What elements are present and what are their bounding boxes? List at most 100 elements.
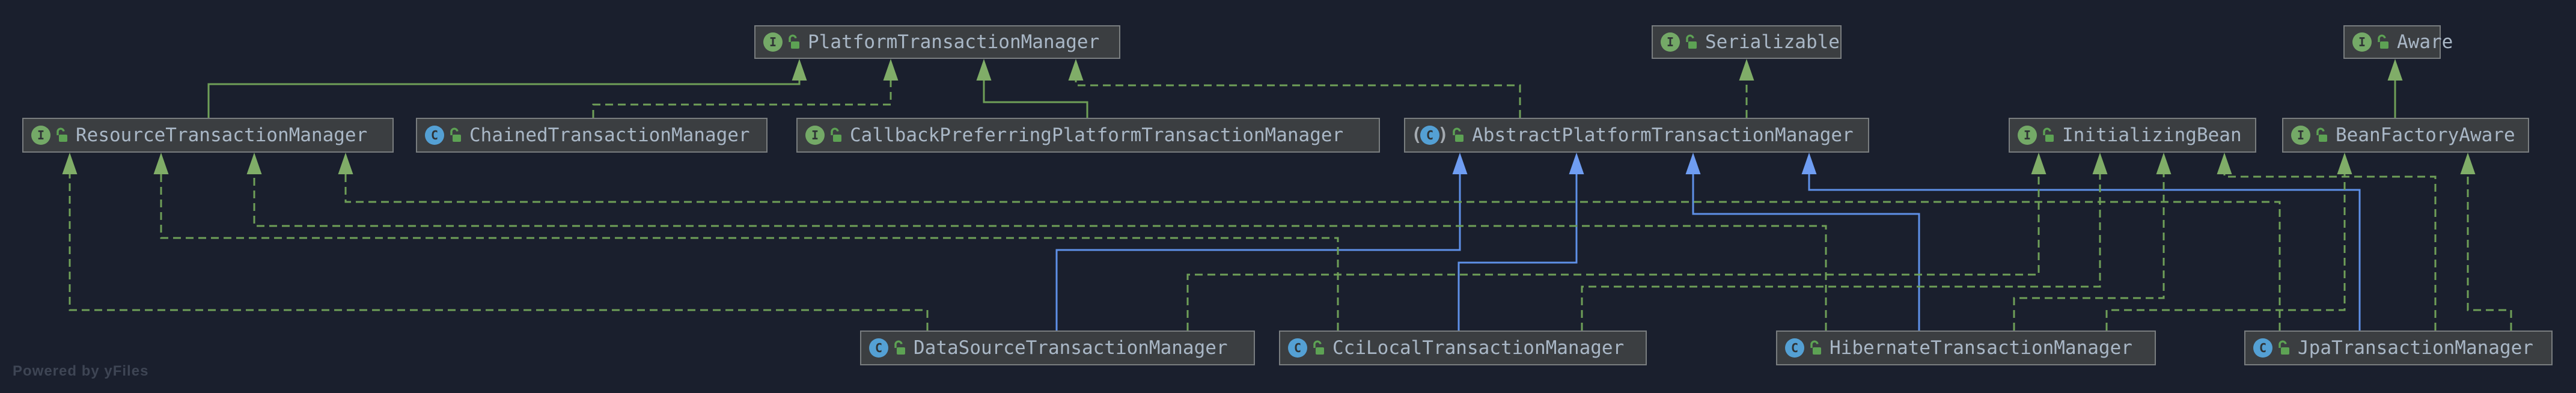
- arrowhead-jpa--resource: [338, 153, 353, 174]
- arrowhead-abstract--serializable: [1739, 59, 1754, 81]
- node-label: CallbackPreferringPlatformTransactionMan…: [850, 124, 1344, 146]
- type-badge: ( C ): [1785, 338, 1804, 358]
- node-label: InitializingBean: [2062, 124, 2242, 146]
- type-badge-icon: C: [425, 126, 444, 145]
- arrowhead-jpa--abstract: [1801, 153, 1817, 174]
- node-serializable[interactable]: ( I ) Serializable: [1652, 25, 1842, 59]
- unlocked-padlock-icon: [2378, 34, 2388, 49]
- unlocked-padlock-icon: [831, 127, 841, 142]
- arrowhead-cci--abstract: [1569, 153, 1584, 174]
- type-badge-icon: C: [1785, 338, 1804, 358]
- arrowhead-resource--ptm: [792, 59, 807, 81]
- type-badge: ( I ): [1661, 32, 1680, 52]
- type-badge-icon: C: [2253, 338, 2272, 358]
- type-badge: ( C ): [869, 338, 888, 358]
- edge-datasource--resource: [69, 172, 929, 331]
- type-badge-icon: I: [805, 126, 825, 145]
- type-badge: ( I ): [763, 32, 783, 52]
- node-label: Serializable: [1705, 31, 1840, 53]
- node-label: ChainedTransactionManager: [469, 124, 750, 146]
- node-label: AbstractPlatformTransactionManager: [1472, 124, 1854, 146]
- node-label: JpaTransactionManager: [2298, 337, 2533, 359]
- unlocked-padlock-icon: [1686, 34, 1697, 49]
- unlocked-padlock-icon: [1810, 340, 1821, 355]
- edge-jpa--initbean: [2223, 172, 2437, 331]
- node-label: BeanFactoryAware: [2336, 124, 2515, 146]
- arrowhead-hibernate--abstract: [1685, 153, 1701, 174]
- edge-jpa--bfa: [2467, 172, 2512, 331]
- arrowhead-cci--resource: [153, 153, 169, 174]
- edge-hibernate--resource: [253, 172, 1827, 331]
- unlocked-padlock-icon: [450, 127, 461, 142]
- arrowhead-datasource--abstract: [1452, 153, 1468, 174]
- type-badge-icon: C: [869, 338, 888, 358]
- type-badge-icon: I: [2352, 32, 2372, 52]
- type-badge-icon: I: [1661, 32, 1680, 52]
- arrowhead-bfa--aware: [2387, 59, 2403, 81]
- edge-hibernate--abstract: [1692, 172, 1920, 331]
- node-chained[interactable]: ( C ) ChainedTransactionManager: [416, 118, 768, 153]
- arrowhead-datasource--resource: [62, 153, 78, 174]
- edge-callback--ptm: [983, 79, 1088, 118]
- arrowhead-hibernate--bfa: [2337, 153, 2352, 174]
- node-resource[interactable]: ( I ) ResourceTransactionManager: [22, 118, 394, 153]
- node-cci[interactable]: ( C ) CciLocalTransactionManager: [1279, 331, 1647, 365]
- abstract-paren-close-icon: ): [1438, 124, 1449, 145]
- edge-jpa--abstract: [1808, 172, 2361, 331]
- node-initbean[interactable]: ( I ) InitializingBean: [2009, 118, 2256, 153]
- node-label: CciLocalTransactionManager: [1332, 337, 1625, 359]
- type-badge-icon: I: [31, 126, 50, 145]
- arrowhead-cci--initbean: [2092, 153, 2108, 174]
- node-hibernate[interactable]: ( C ) HibernateTransactionManager: [1776, 331, 2156, 365]
- edge-chained--ptm: [592, 79, 892, 118]
- type-badge-icon: C: [1420, 126, 1440, 145]
- node-callback[interactable]: ( I ) CallbackPreferringPlatformTransact…: [796, 118, 1380, 153]
- node-label: Aware: [2397, 31, 2453, 53]
- node-label: DataSourceTransactionManager: [914, 337, 1228, 359]
- yfiles-watermark: Powered by yFiles: [13, 363, 149, 379]
- unlocked-padlock-icon: [2316, 127, 2327, 142]
- node-jpa[interactable]: ( C ) JpaTransactionManager: [2244, 331, 2553, 365]
- node-aware[interactable]: ( I ) Aware: [2343, 25, 2453, 59]
- unlocked-padlock-icon: [894, 340, 905, 355]
- arrowhead-jpa--initbean: [2217, 153, 2232, 174]
- arrowhead-hibernate--resource: [246, 153, 262, 174]
- arrowhead-jpa--bfa: [2460, 153, 2476, 174]
- abstract-paren-open-icon: (: [1411, 124, 1423, 145]
- unlocked-padlock-icon: [789, 34, 799, 49]
- edge-hibernate--initbean: [2013, 172, 2165, 331]
- type-badge: ( I ): [2018, 126, 2037, 145]
- type-badge-icon: I: [763, 32, 783, 52]
- unlocked-padlock-icon: [1313, 340, 1324, 355]
- edge-jpa--resource: [344, 172, 2281, 331]
- edge-resource--ptm: [207, 79, 801, 118]
- type-badge-icon: I: [2018, 126, 2037, 145]
- type-badge-icon: I: [2291, 126, 2310, 145]
- node-label: ResourceTransactionManager: [76, 124, 368, 146]
- edge-abstract--ptm: [1075, 79, 1521, 118]
- arrowhead-hibernate--initbean: [2156, 153, 2172, 174]
- node-datasource[interactable]: ( C ) DataSourceTransactionManager: [860, 331, 1255, 365]
- edge-datasource--initbean: [1186, 172, 2040, 331]
- type-badge: ( C ): [2253, 338, 2272, 358]
- node-ptm[interactable]: ( I ) PlatformTransactionManager: [754, 25, 1120, 59]
- arrowhead-chained--ptm: [883, 59, 899, 81]
- unlocked-padlock-icon: [1453, 127, 1464, 142]
- edge-cci--resource: [160, 172, 1339, 331]
- unlocked-padlock-icon: [56, 127, 67, 142]
- edge-cci--initbean: [1581, 172, 2101, 331]
- type-badge: ( I ): [2291, 126, 2310, 145]
- edge-hibernate--bfa: [2105, 172, 2346, 331]
- node-label: HibernateTransactionManager: [1830, 337, 2132, 359]
- type-badge: ( I ): [805, 126, 825, 145]
- type-badge: ( C ): [1288, 338, 1307, 358]
- unlocked-padlock-icon: [2278, 340, 2289, 355]
- type-badge: ( I ): [2352, 32, 2372, 52]
- arrowhead-abstract--ptm: [1068, 59, 1084, 81]
- edge-datasource--abstract: [1055, 172, 1461, 331]
- node-abstract[interactable]: ( C ) AbstractPlatformTransactionManager: [1404, 118, 1869, 153]
- type-badge: ( C ): [425, 126, 444, 145]
- node-bfa[interactable]: ( I ) BeanFactoryAware: [2282, 118, 2529, 153]
